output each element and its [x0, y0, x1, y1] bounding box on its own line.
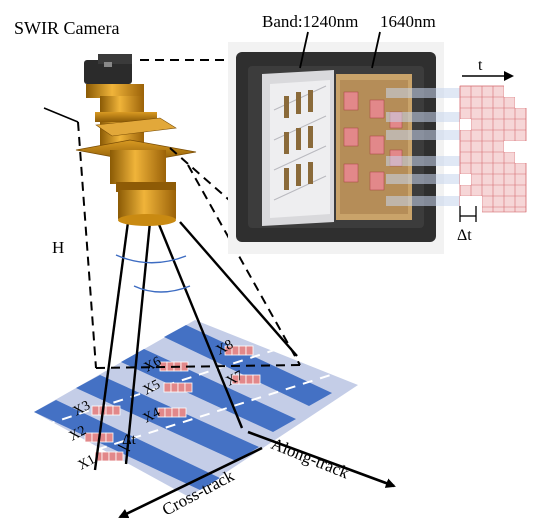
grid-mask	[460, 84, 528, 214]
ground-pixels	[84, 345, 261, 462]
time-label: t	[478, 57, 483, 74]
pixel-label-x1: X1	[76, 452, 98, 473]
pixel-label-x3: X3	[71, 398, 93, 419]
pixel-label-x2: X2	[67, 423, 89, 444]
along-track-label: Along-track	[269, 434, 353, 483]
camera-body	[75, 54, 197, 226]
band-right-box	[372, 10, 444, 32]
height-frame	[77, 121, 301, 369]
along-track-arrow	[247, 430, 396, 488]
delta-t-bracket	[459, 206, 477, 222]
delta-t-label: Δt	[457, 227, 472, 244]
zoom-lines	[140, 59, 237, 207]
cross-track-arrow	[118, 446, 263, 519]
camera-title: SWIR Camera	[14, 18, 119, 38]
ground-delta-t-bracket	[117, 444, 131, 452]
band-right-pointer	[371, 31, 381, 69]
band-left-pointer	[299, 31, 309, 69]
pixel-grid-lines	[459, 85, 527, 212]
sensor-module	[228, 42, 460, 254]
dashed-line	[44, 339, 306, 426]
footprint-arc	[115, 254, 187, 264]
band-left-box	[256, 10, 376, 32]
pixel-label-x8: X8	[214, 337, 236, 358]
footprint-arc	[133, 285, 191, 293]
pixel-label-x6: X6	[142, 354, 164, 375]
ground-delta-t-label: Δt	[122, 432, 137, 448]
pixel-label-x5: X5	[141, 377, 163, 398]
band-left-label: Band:1240nm	[262, 12, 358, 31]
pixel-label-x7: X7	[224, 368, 246, 389]
height-label: H	[52, 238, 64, 257]
band-right-label: 1640nm	[380, 12, 436, 31]
height-tick	[43, 107, 79, 123]
pixel-label-x4: X4	[141, 405, 163, 426]
dashed-line	[79, 371, 341, 456]
